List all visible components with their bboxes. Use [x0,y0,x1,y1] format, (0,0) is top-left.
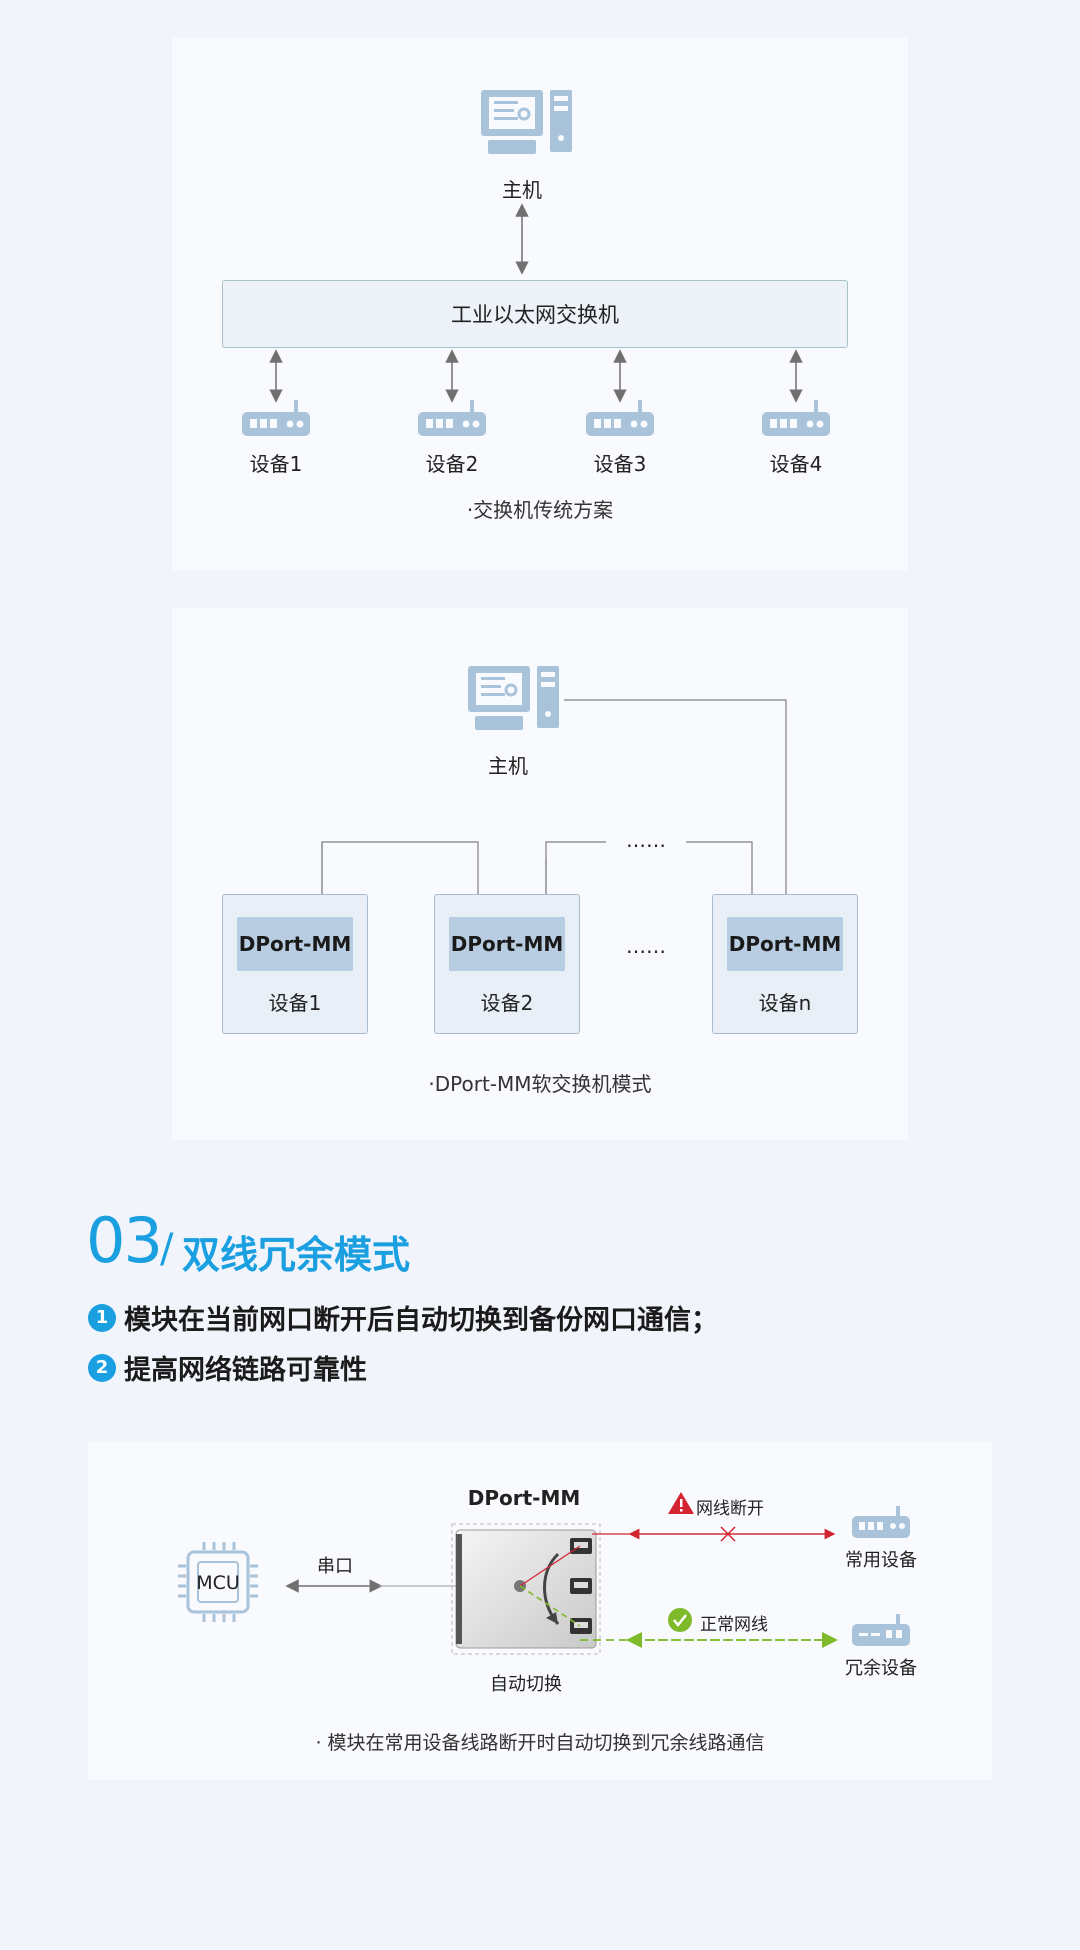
device-label: 设备2 [480,991,534,1015]
dport-chip: DPort-MM [449,917,565,971]
auto-switch-label: 自动切换 [490,1674,562,1695]
diagram3-lines [178,1492,910,1655]
switch-label: 工业以太网交换机 [451,303,619,327]
traditional-switch-card: 主机 工业以太网交换机 设备1 设备2 设备3 设备4 ·交换机传统方案 [172,38,908,570]
device-label: 设备1 [249,452,303,476]
common-device-label: 常用设备 [845,1550,917,1571]
computer-icon [468,666,559,730]
router-icon [852,1506,910,1538]
host-label: 主机 [502,178,542,202]
dport-chip: DPort-MM [727,917,843,971]
ethernet-switch-box: 工业以太网交换机 [222,280,848,348]
mcu-chip-icon [178,1542,258,1622]
feature-point-2: 2 提高网络链路可靠性 [88,1348,367,1387]
redundant-device-label: 冗余设备 [845,1658,917,1679]
redundancy-card: MCU 串口 DPort-MM 自动切换 网线断开 正常网线 常用设备 冗余设备… [88,1442,992,1780]
device-box-2: DPort-MM 设备2 [434,894,580,1034]
dport-chip: DPort-MM [237,917,353,971]
diagram1-lines [242,90,830,436]
normal-line-label: 正常网线 [700,1615,768,1635]
router-icon [852,1614,910,1646]
check-circle-icon [668,1608,692,1632]
router-icon [418,400,486,436]
section-title: 双线冗余模式 [182,1233,411,1277]
feature-text: 模块在当前网口断开后自动切换到备份网口通信； [124,1305,718,1336]
warning-icon [668,1492,694,1514]
number-badge: 2 [88,1353,116,1382]
section-slash: / [160,1226,174,1272]
computer-icon [481,90,572,154]
router-icon [586,400,654,436]
diagram1-caption: ·交换机传统方案 [466,498,614,522]
broken-line-label: 网线断开 [696,1499,764,1519]
diagram2-caption: ·DPort-MM软交换机模式 [428,1072,652,1096]
device-label: 设备1 [268,991,322,1015]
section-number: 03 [86,1204,163,1277]
serial-label: 串口 [317,1556,353,1577]
device-label: 设备2 [425,452,479,476]
feature-text: 提高网络链路可靠性 [124,1355,367,1386]
device-label: 设备n [758,991,812,1015]
device-box-1: DPort-MM 设备1 [222,894,368,1034]
ellipsis-middle: …… [626,934,666,958]
broken-cross-icon [720,1526,736,1542]
device-box-n: DPort-MM 设备n [712,894,858,1034]
host-label: 主机 [488,754,528,778]
device-label: 设备3 [593,452,647,476]
device-label: 设备4 [769,452,823,476]
diagram2-lines [316,666,792,910]
feature-point-1: 1 模块在当前网口断开后自动切换到备份网口通信； [88,1298,718,1337]
mcu-label: MCU [196,1572,240,1594]
router-icon [242,400,310,436]
ellipsis-top: …… [626,828,666,852]
diagram3-caption: · 模块在常用设备线路断开时自动切换到冗余线路通信 [315,1732,765,1754]
ethernet-port-icon [570,1538,592,1634]
number-badge: 1 [88,1303,116,1332]
soft-switch-card: 主机 …… …… DPort-MM 设备1 DPort-MM 设备2 DPort… [172,608,908,1140]
module-label: DPort-MM [467,1486,581,1510]
router-icon [762,400,830,436]
